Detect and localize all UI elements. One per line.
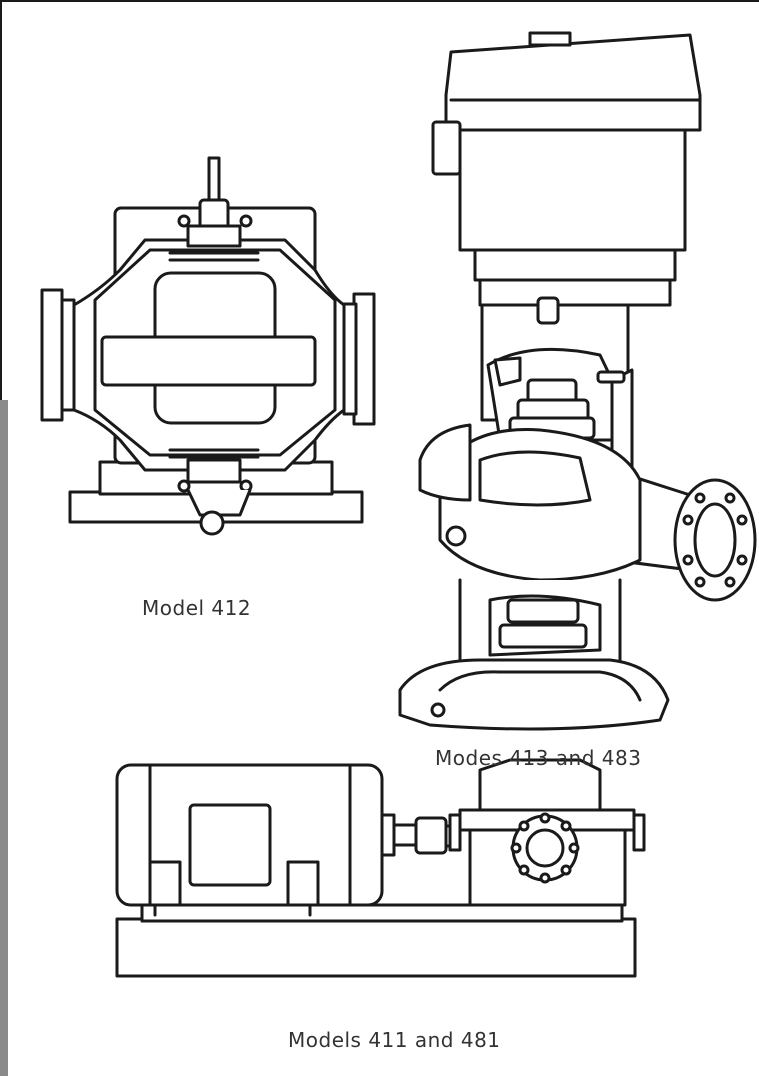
pump-model-413-483-drawing [398,31,757,731]
caption-models-411-481: Models 411 and 481 [288,1028,501,1052]
pump-model-411-481-drawing [115,758,646,978]
caption-model-412: Model 412 [142,596,252,620]
page-edge-bar [0,400,8,1076]
pump-model-412-drawing [40,156,376,536]
caption-models-413-483: Modes 413 and 483 [435,746,642,770]
